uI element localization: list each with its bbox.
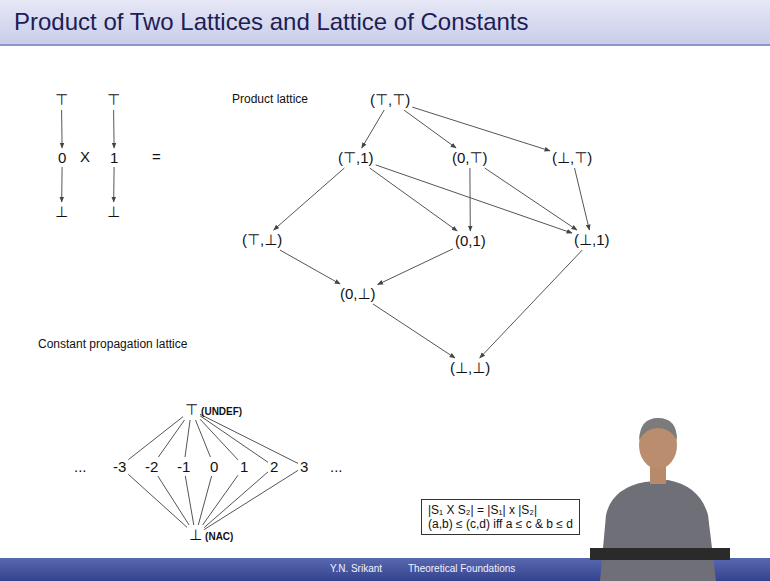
element-text: 0 (58, 149, 66, 166)
slide-title: Product of Two Lattices and Lattice of C… (14, 8, 529, 36)
lattice-element: (⊤,⊤) (370, 91, 410, 109)
order-line (373, 304, 455, 358)
lattice-element: -2 (145, 458, 158, 475)
element-text: 3 (300, 458, 308, 475)
ellipsis: ... (330, 458, 343, 475)
order-line (404, 110, 456, 148)
element-note: (NAC) (205, 531, 233, 542)
order-line (376, 165, 572, 233)
order-line (158, 420, 184, 457)
footer-course: Theoretical Foundations (408, 563, 515, 574)
element-text: (a,b) ≤ (c,d) iff a ≤ c & b ≤ d (428, 517, 573, 531)
element-text: 2 (270, 458, 278, 475)
element-text: (0,1) (455, 232, 486, 249)
element-text: (⊥,⊤) (552, 149, 592, 167)
order-line (196, 420, 211, 457)
lattice-element: (⊥,⊤) (552, 149, 592, 167)
operator: = (152, 148, 161, 165)
element-note: (UNDEF) (201, 406, 242, 417)
order-line (128, 474, 187, 527)
element-text: ⊥ (107, 203, 120, 221)
element-text: (0,⊥) (340, 285, 376, 303)
order-line (362, 110, 385, 148)
lattice-element: (0,⊥) (340, 285, 376, 303)
element-text: (0,⊤) (452, 149, 488, 167)
lattice-element: 2 (270, 458, 278, 475)
order-line (370, 168, 458, 231)
lattice-element: 0 (58, 149, 66, 166)
element-text: ⊤ (185, 401, 198, 419)
order-line (61, 110, 63, 148)
order-line (274, 168, 345, 230)
element-text: (⊥,⊥) (450, 359, 490, 377)
lattice-element: ⊥(NAC) (189, 526, 233, 544)
order-line (200, 416, 268, 463)
order-line (185, 420, 190, 457)
element-text: 0 (210, 458, 218, 475)
lattice-element: 1 (240, 458, 248, 475)
ellipsis: ... (74, 458, 87, 475)
order-line (200, 414, 298, 463)
element-text: 1 (240, 458, 248, 475)
lattice-element: ⊤(UNDEF) (185, 401, 242, 419)
element-text: |S₁ X S₂| = |S₁| x |S₂| (428, 503, 573, 517)
lattice-element: ⊥ (55, 203, 68, 221)
presenter-hair (639, 418, 677, 440)
lattice-element: 1 (110, 149, 118, 166)
lattice-element: -3 (113, 458, 126, 475)
element-text: ⊤ (107, 91, 120, 109)
order-line (378, 249, 453, 285)
element-text: 1 (110, 149, 118, 166)
element-text: -1 (177, 458, 190, 475)
caption-label: Constant propagation lattice (38, 337, 188, 351)
lattice-element: ⊤ (55, 91, 68, 109)
order-line (128, 417, 183, 460)
order-line (158, 476, 189, 525)
order-line (198, 476, 211, 525)
order-line (200, 419, 238, 460)
element-text: (⊤,1) (338, 149, 374, 167)
order-line (280, 250, 340, 284)
lattice-element: -1 (177, 458, 190, 475)
order-line (185, 476, 194, 525)
order-line (412, 107, 550, 151)
element-text: -2 (145, 458, 158, 475)
order-line (204, 472, 268, 528)
lattice-element: (⊤,1) (338, 149, 374, 167)
operator: X (80, 148, 90, 165)
element-text: (⊤,⊤) (370, 91, 410, 109)
element-text: -3 (113, 458, 126, 475)
element-text: ⊤ (55, 91, 68, 109)
element-text: ⊥ (189, 526, 202, 544)
element-text: ⊥ (55, 203, 68, 221)
order-line (204, 470, 298, 529)
element-text: (⊥,1) (574, 231, 610, 249)
lattice-element: (⊥,1) (574, 231, 610, 249)
box-note: |S₁ X S₂| = |S₁| x |S₂|(a,b) ≤ (c,d) iff… (421, 499, 580, 535)
caption-label: Product lattice (232, 92, 308, 106)
order-line (469, 168, 470, 231)
order-line (113, 167, 114, 202)
order-line (61, 167, 62, 202)
order-line (485, 168, 577, 230)
lattice-element: (⊥,⊥) (450, 359, 490, 377)
lattice-element: ⊤ (107, 91, 120, 109)
lattice-element: (⊤,⊥) (242, 231, 282, 249)
lectern (590, 548, 730, 560)
lattice-element: (0,⊤) (452, 149, 488, 167)
lattice-element: ⊥ (107, 203, 120, 221)
presenter-body (600, 480, 716, 581)
order-line (575, 168, 590, 230)
element-text: (⊤,⊥) (242, 231, 282, 249)
order-line (203, 475, 238, 525)
lattice-element: (0,1) (455, 232, 486, 249)
lattice-element: 3 (300, 458, 308, 475)
order-line (113, 110, 115, 148)
lattice-element: 0 (210, 458, 218, 475)
order-line (480, 250, 583, 358)
footer-author: Y.N. Srikant (330, 563, 382, 574)
